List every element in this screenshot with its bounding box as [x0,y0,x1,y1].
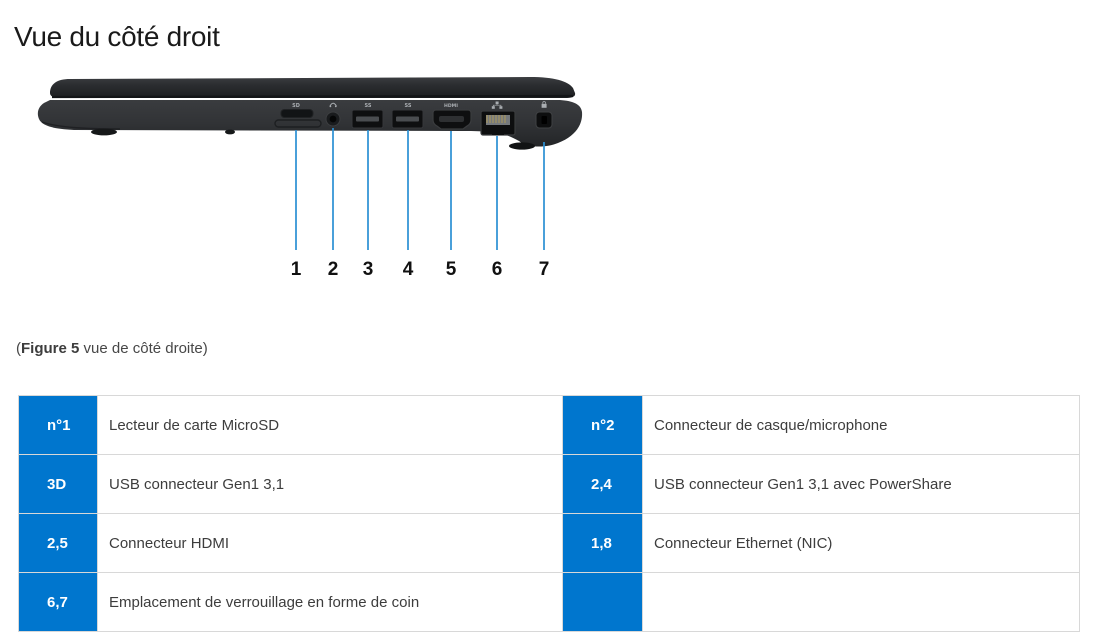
port-number-cell: 6,7 [18,572,98,632]
figure-caption: (Figure 5 vue de côté droite) [16,340,208,357]
caption-open-paren: ( [16,340,21,357]
callout-number-3: 3 [363,259,374,280]
port-desc-cell: Connecteur HDMI [97,513,563,573]
lock-icon [541,101,547,108]
hdmi-port [432,109,472,130]
laptop-foot [509,142,535,150]
port-number-cell: 2,4 [562,454,643,514]
laptop-lid [50,77,576,98]
port-desc-cell: USB connecteur Gen1 3,1 avec PowerShare [642,454,1080,514]
port-number-cell [562,572,643,632]
laptop-right-side-image: SD SS SS HDMI [37,77,583,280]
port-number-cell: 3D [18,454,98,514]
table-row: n°1 Lecteur de carte MicroSD n°2 Connect… [18,395,1080,455]
usb-icon: SS [365,103,372,109]
usb-icon: SS [405,103,412,109]
callout-number-2: 2 [328,259,339,280]
ethernet-port [480,110,516,136]
port-number-cell: 2,5 [18,513,98,573]
microsd-card-reader [274,109,322,128]
callout-number-1: 1 [291,259,302,280]
port-number-cell: 1,8 [562,513,643,573]
usb-port [391,109,424,129]
usb-port [351,109,384,129]
callout-number-4: 4 [403,259,414,280]
laptop-foot [91,128,117,136]
callout-number-7: 7 [539,259,550,280]
caption-figure-number: Figure 5 [21,340,80,357]
callout-number-6: 6 [492,259,503,280]
port-desc-cell [642,572,1080,632]
callout-number-5: 5 [446,259,457,280]
table-row: 3D USB connecteur Gen1 3,1 2,4 USB conne… [18,454,1080,514]
port-desc-cell: Connecteur de casque/microphone [642,395,1080,455]
port-number-cell: n°2 [562,395,643,455]
port-desc-cell: Lecteur de carte MicroSD [97,395,563,455]
hdmi-icon: HDMI [444,103,458,109]
sd-card-icon: SD [292,103,300,109]
ports-table: n°1 Lecteur de carte MicroSD n°2 Connect… [18,395,1080,632]
port-desc-cell: Emplacement de verrouillage en forme de … [97,572,563,632]
laptop-figure: SD SS SS HDMI [30,72,600,290]
wedge-lock-slot [535,111,553,129]
port-number-cell: n°1 [18,395,98,455]
headset-icon [329,102,337,108]
port-desc-cell: USB connecteur Gen1 3,1 [97,454,563,514]
headset-jack [325,111,341,127]
network-icon [491,101,503,109]
laptop-foot [225,129,235,135]
table-row: 6,7 Emplacement de verrouillage en forme… [18,572,1080,632]
caption-text: vue de côté droite) [79,340,208,357]
port-desc-cell: Connecteur Ethernet (NIC) [642,513,1080,573]
table-row: 2,5 Connecteur HDMI 1,8 Connecteur Ether… [18,513,1080,573]
page-title: Vue du côté droit [14,20,220,52]
